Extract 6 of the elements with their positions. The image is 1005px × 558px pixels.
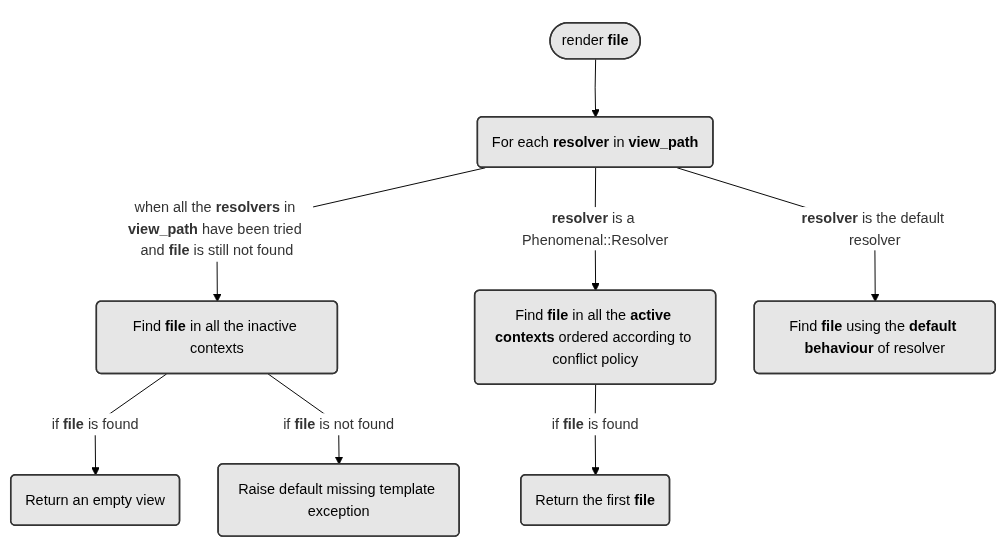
edge-label: if file is found	[551, 414, 639, 432]
edge-label: if file is not found	[282, 414, 394, 432]
edge-label: if file is found	[51, 414, 139, 432]
edge-label: resolver is a Phenomenal::Resolver	[521, 208, 668, 247]
edge-label: resolver is the default resolver	[801, 208, 944, 247]
edge-label: when all the resolvers in view_path have been tried and file is still not found	[127, 197, 302, 258]
